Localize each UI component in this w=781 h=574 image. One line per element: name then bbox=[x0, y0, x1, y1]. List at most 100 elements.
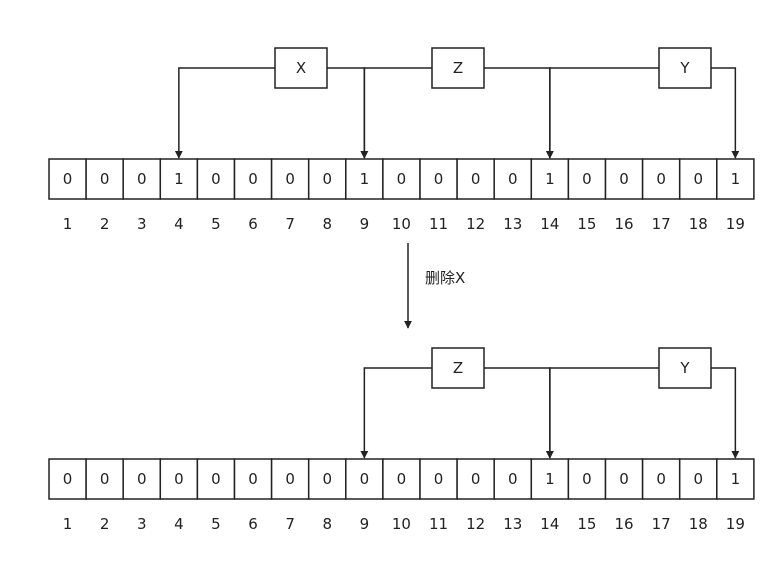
after-element-label: Y bbox=[679, 359, 690, 377]
before-connector-y-to-bit-14 bbox=[545, 67, 659, 159]
before-bit-value: 0 bbox=[434, 170, 444, 188]
after-bit-value: 0 bbox=[471, 470, 481, 488]
before-bit-cell bbox=[419, 158, 458, 200]
after-bit-cell bbox=[85, 458, 124, 500]
before-bit-value: 0 bbox=[137, 170, 147, 188]
before-index-label: 2 bbox=[100, 215, 110, 233]
before-bit-cell bbox=[716, 158, 755, 200]
after-bit-cell bbox=[307, 458, 347, 500]
before-index-label: 1 bbox=[63, 215, 73, 233]
after-element-z: Z bbox=[431, 347, 485, 389]
after-bit-value: 0 bbox=[508, 470, 518, 488]
before-index-label: 3 bbox=[137, 215, 147, 233]
before-bit-cell bbox=[345, 158, 384, 200]
after-bit-value: 0 bbox=[100, 470, 110, 488]
before-index-label: 8 bbox=[322, 215, 332, 233]
after-index-label: 3 bbox=[137, 515, 147, 533]
before-index-label: 7 bbox=[285, 215, 295, 233]
after-connector-y-to-bit-14 bbox=[545, 367, 659, 459]
after-bit-cell bbox=[604, 458, 644, 500]
before-element-x: X bbox=[274, 47, 328, 89]
after-index-label: 1 bbox=[63, 515, 73, 533]
delete-operation: 删除X bbox=[404, 243, 465, 329]
before-index-label: 5 bbox=[211, 215, 221, 233]
before-element-label: Z bbox=[453, 59, 463, 77]
before-connector-x-to-bit-4 bbox=[174, 67, 275, 159]
before-element-box bbox=[274, 47, 328, 89]
after-index-label: 2 bbox=[100, 515, 110, 533]
after-bit-value: 0 bbox=[174, 470, 184, 488]
after-index-label: 17 bbox=[652, 515, 671, 533]
after-index-label: 10 bbox=[392, 515, 411, 533]
after-bit-value: 0 bbox=[619, 470, 629, 488]
before-bit-cell bbox=[159, 158, 199, 200]
before-index-label: 18 bbox=[689, 215, 708, 233]
before-index-label: 17 bbox=[652, 215, 671, 233]
before-index-label: 4 bbox=[174, 215, 184, 233]
before-bit-cell bbox=[196, 158, 236, 200]
after-index-label: 16 bbox=[615, 515, 634, 533]
before-bit-value: 1 bbox=[731, 170, 741, 188]
before-bit-cell bbox=[604, 158, 644, 200]
before-bit-value: 1 bbox=[174, 170, 184, 188]
before-connector-y-to-bit-19 bbox=[711, 67, 740, 159]
after-bit-value: 0 bbox=[360, 470, 370, 488]
after-element-y: Y bbox=[658, 347, 712, 389]
before-bit-cell bbox=[641, 158, 681, 200]
after-bit-value: 0 bbox=[656, 470, 666, 488]
before-bit-cell bbox=[530, 158, 570, 200]
after-bit-cell bbox=[716, 458, 755, 500]
after-index-label: 6 bbox=[248, 515, 258, 533]
before-bit-cell bbox=[122, 158, 162, 200]
after-bit-value: 0 bbox=[248, 470, 258, 488]
before-element-y: Y bbox=[658, 47, 712, 89]
after-bit-cell bbox=[196, 458, 236, 500]
after-index-label: 13 bbox=[503, 515, 522, 533]
before-element-label: X bbox=[296, 59, 306, 77]
before-connector-z-to-bit-9 bbox=[360, 67, 432, 159]
after-bit-value: 0 bbox=[322, 470, 332, 488]
before-index-label: 14 bbox=[540, 215, 559, 233]
after-index-label: 7 bbox=[285, 515, 295, 533]
after-connector-y-to-bit-19 bbox=[711, 367, 740, 459]
before-index-label: 10 bbox=[392, 215, 411, 233]
before-element-box bbox=[431, 47, 485, 89]
after-bit-value: 1 bbox=[545, 470, 555, 488]
before-bit-value: 0 bbox=[508, 170, 518, 188]
before-bit-value: 0 bbox=[211, 170, 221, 188]
delete-label: 删除X bbox=[425, 269, 465, 287]
before-connector-z-to-bit-14 bbox=[484, 67, 554, 159]
before-bit-cell bbox=[85, 158, 124, 200]
after-bit-cell bbox=[493, 458, 533, 500]
before-element-box bbox=[658, 47, 712, 89]
before-bit-value: 0 bbox=[322, 170, 332, 188]
before-connector-x-to-bit-9 bbox=[327, 67, 369, 159]
before-bit-cell bbox=[493, 158, 533, 200]
before-index-label: 12 bbox=[466, 215, 485, 233]
before-index-label: 6 bbox=[248, 215, 258, 233]
after-index-label: 12 bbox=[466, 515, 485, 533]
before-bit-value: 0 bbox=[471, 170, 481, 188]
before-index-label: 19 bbox=[726, 215, 745, 233]
after-index-label: 14 bbox=[540, 515, 559, 533]
after-bit-cell bbox=[159, 458, 199, 500]
after-index-label: 11 bbox=[429, 515, 448, 533]
after-bit-cell bbox=[233, 458, 273, 500]
before-bit-cell bbox=[233, 158, 273, 200]
after-bit-value: 1 bbox=[731, 470, 741, 488]
after-bit-value: 0 bbox=[434, 470, 444, 488]
after-index-label: 15 bbox=[577, 515, 596, 533]
before-index-label: 15 bbox=[577, 215, 596, 233]
after-bit-cell bbox=[382, 458, 421, 500]
before-bit-value: 1 bbox=[545, 170, 555, 188]
after-element-box bbox=[431, 347, 485, 389]
after-element-label: Z bbox=[453, 359, 463, 377]
before-bit-value: 1 bbox=[360, 170, 370, 188]
after-index-label: 19 bbox=[726, 515, 745, 533]
before-index-label: 9 bbox=[360, 215, 370, 233]
